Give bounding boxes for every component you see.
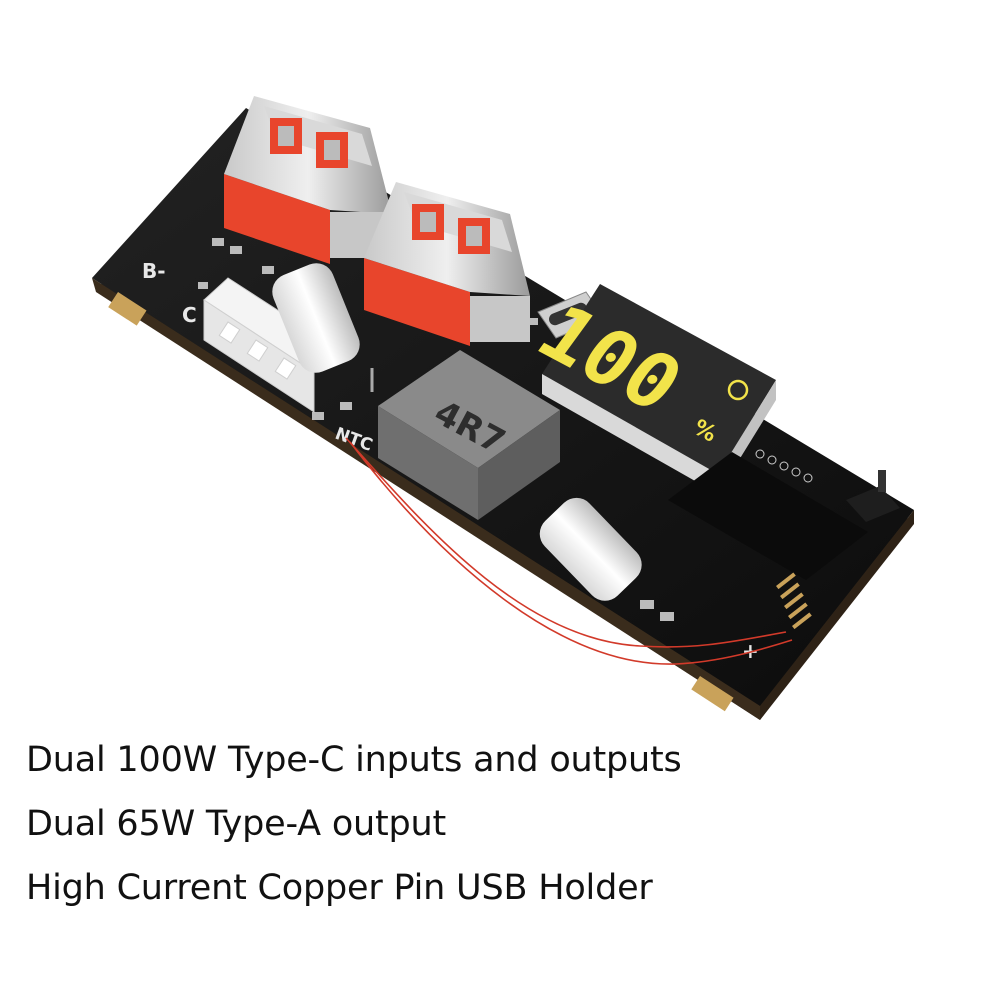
pad-label-b-minus: B- (142, 259, 166, 283)
inductor: 4R7 (378, 350, 560, 520)
charging-icon (727, 379, 749, 401)
capacitor-1 (272, 263, 374, 392)
feature-line-type-c: Dual 100W Type-C inputs and outputs (26, 740, 682, 780)
power-bank-board-illustration: B- C NTC + (92, 96, 914, 720)
pin-header (776, 572, 812, 630)
feature-list: Dual 100W Type-C inputs and outputs Dual… (26, 728, 682, 920)
pad-label-plus: + (742, 639, 759, 663)
pad-label-c: C (182, 303, 197, 327)
usb-a-port-2 (364, 182, 530, 346)
feature-line-type-a: Dual 65W Type-A output (26, 804, 447, 844)
feature-line-usb-holder: High Current Copper Pin USB Holder (26, 868, 653, 908)
capacitor-2 (539, 497, 642, 601)
controller-chip (668, 449, 868, 580)
product-photo: B- C NTC + (92, 96, 914, 720)
push-button (846, 470, 900, 522)
usb-a-port-1 (224, 96, 392, 264)
ntc-wires (345, 437, 793, 665)
